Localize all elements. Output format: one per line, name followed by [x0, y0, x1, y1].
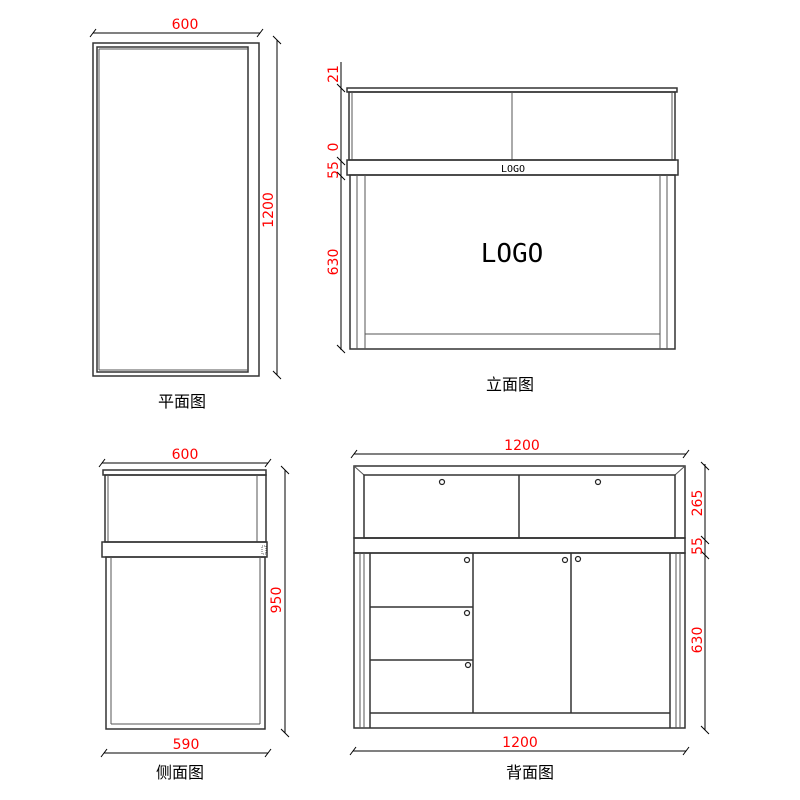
side-top-width-dim: 600	[172, 447, 199, 463]
left-door-knob-icon	[561, 556, 569, 564]
plan-width-dim: 600	[172, 17, 199, 33]
side-view: 600 950 590 侧面图	[98, 447, 290, 782]
front-view: LOGO LOGO 21 0 55 630 立面图	[326, 62, 679, 394]
plan-depth-dim: 1200	[261, 192, 277, 228]
back-base-dim: 630	[690, 627, 706, 654]
back-caption: 背面图	[506, 763, 554, 782]
upper-left-door-knob-icon	[438, 478, 446, 486]
back-bottom-width-dim: 1200	[502, 735, 538, 751]
plan-view: 600 1200 平面图	[89, 17, 282, 411]
front-band-dim: 55	[326, 161, 342, 179]
drawer-3-knob-icon	[464, 661, 472, 669]
drawer-2-knob-icon	[463, 609, 471, 617]
back-top-width-dim: 1200	[504, 438, 540, 454]
front-caption: 立面图	[486, 375, 534, 394]
back-upper-dim: 265	[690, 490, 706, 517]
front-base-dim: 630	[326, 249, 342, 276]
front-logo-panel: LOGO	[481, 239, 544, 269]
side-bottom-width-dim: 590	[173, 737, 200, 753]
front-logo-strip: LOGO	[501, 164, 525, 175]
front-top-dim: 21	[326, 65, 342, 83]
right-door-knob-icon	[574, 555, 582, 563]
side-height-dim: 950	[269, 587, 285, 614]
front-zero-dim: 0	[326, 143, 342, 152]
upper-right-door-knob-icon	[594, 478, 602, 486]
plan-caption: 平面图	[158, 392, 206, 411]
back-band-dim: 55	[690, 537, 706, 555]
back-view: 1200 265 55 6	[349, 438, 710, 782]
side-caption: 侧面图	[156, 763, 204, 782]
drawer-1-knob-icon	[463, 556, 471, 564]
